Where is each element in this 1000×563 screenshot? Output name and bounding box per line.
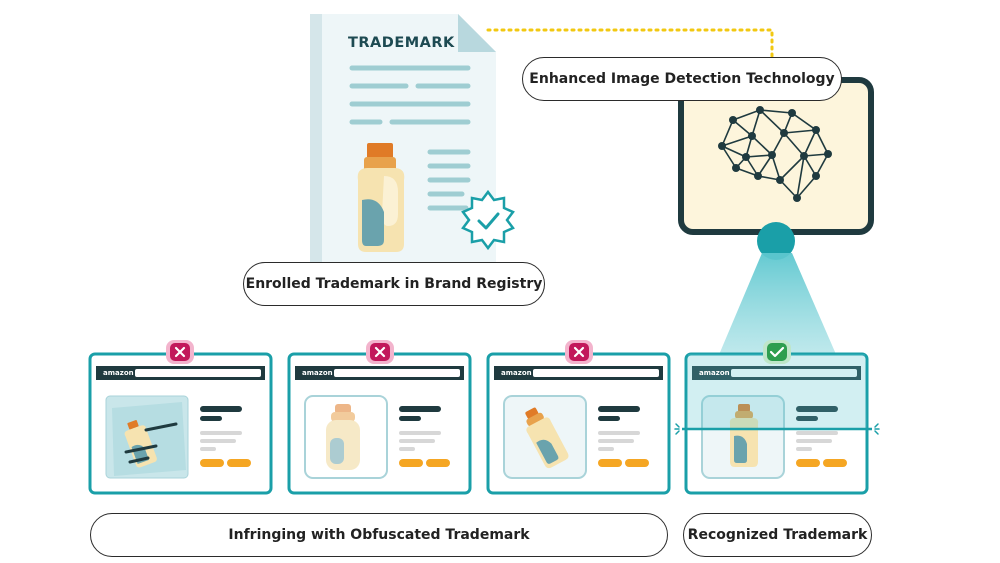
- approve-icon: [763, 340, 791, 364]
- blurred-bottle-icon: [326, 404, 360, 470]
- document-title: TRADEMARK: [348, 35, 455, 51]
- ai-detection-monitor: [678, 77, 874, 260]
- store-logo: amazon: [699, 369, 730, 377]
- trademark-document: [310, 14, 515, 262]
- store-logo: amazon: [302, 369, 333, 377]
- reject-icon: [565, 340, 593, 364]
- verified-seal-icon: [461, 189, 515, 251]
- reject-icon: [366, 340, 394, 364]
- infringing-label: Infringing with Obfuscated Trademark: [90, 513, 668, 557]
- tilted-bottle-icon: [525, 407, 569, 469]
- listing-card-3: [486, 352, 671, 495]
- document-text-lines: [349, 65, 471, 211]
- listing-card-4: [684, 352, 869, 495]
- listing-card-2: [287, 352, 472, 495]
- recognized-label: Recognized Trademark: [683, 513, 872, 557]
- document-bottle-icon: [357, 143, 405, 252]
- reject-icon: [166, 340, 194, 364]
- technology-label: Enhanced Image Detection Technology: [522, 57, 842, 101]
- scan-line: [674, 423, 880, 435]
- dotted-connector: [486, 28, 774, 58]
- store-logo: amazon: [103, 369, 134, 377]
- scanner-lens: [757, 222, 795, 260]
- store-logo: amazon: [501, 369, 532, 377]
- enrolled-trademark-label: Enrolled Trademark in Brand Registry: [243, 262, 545, 306]
